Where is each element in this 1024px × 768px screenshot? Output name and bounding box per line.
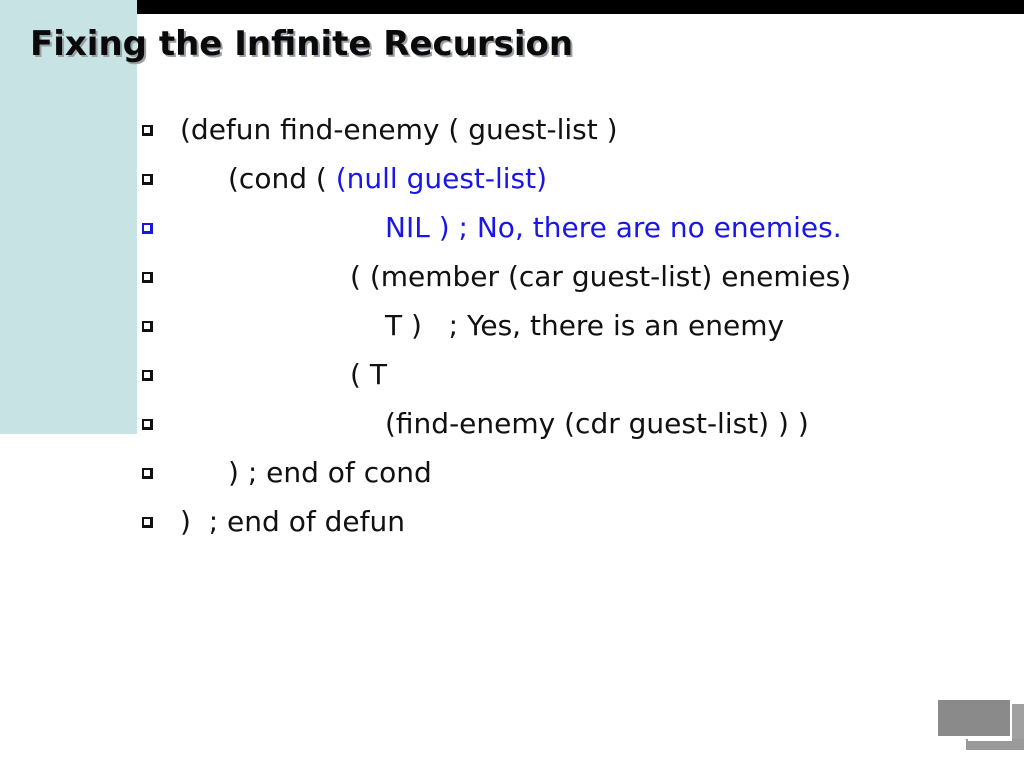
slide-title: Fixing the Infinite Recursion	[30, 24, 574, 64]
nav-shadow	[966, 739, 1024, 750]
square-bullet-icon	[142, 468, 153, 479]
list-item: NIL ) ; No, there are no enemies.	[142, 208, 842, 257]
list-item: T ) ; Yes, there is an enemy	[142, 306, 784, 355]
nav-shadow	[1012, 704, 1024, 750]
square-bullet-icon	[142, 419, 153, 430]
code-line: (cond ( (null guest-list)	[228, 162, 548, 195]
list-item: ) ; end of defun	[142, 502, 405, 551]
code-line: ) ; end of cond	[228, 456, 432, 489]
code-line: (find-enemy (cdr guest-list) ) )	[385, 407, 809, 440]
list-item: (find-enemy (cdr guest-list) ) )	[142, 404, 809, 453]
code-line: T ) ; Yes, there is an enemy	[385, 309, 785, 342]
list-item: (defun find-enemy ( guest-list )	[142, 110, 618, 159]
code-list: (defun find-enemy ( guest-list ) (cond (…	[142, 110, 851, 551]
nav-notch	[968, 738, 1012, 741]
square-bullet-icon	[142, 272, 153, 283]
square-bullet-icon	[142, 174, 153, 185]
square-bullet-icon	[142, 370, 153, 381]
square-bullet-icon	[142, 223, 153, 234]
code-line: (defun find-enemy ( guest-list )	[180, 113, 618, 146]
square-bullet-icon	[142, 125, 153, 136]
side-panel	[0, 0, 137, 434]
highlighted-code: (null guest-list)	[335, 162, 548, 195]
nav-box	[938, 700, 1010, 736]
top-bar	[36, 0, 1024, 14]
code-line: ) ; end of defun	[180, 505, 405, 538]
square-bullet-icon	[142, 321, 153, 332]
code-line: ( (member (car guest-list) enemies)	[350, 260, 852, 293]
code-line: ( T	[350, 358, 387, 391]
list-item: (cond ( (null guest-list)	[142, 159, 547, 208]
slide-navigation-icon[interactable]	[938, 700, 1024, 752]
list-item: ) ; end of cond	[142, 453, 432, 502]
square-bullet-icon	[142, 517, 153, 528]
code-line: NIL ) ; No, there are no enemies.	[385, 211, 842, 244]
list-item: ( (member (car guest-list) enemies)	[142, 257, 851, 306]
list-item: ( T	[142, 355, 387, 404]
